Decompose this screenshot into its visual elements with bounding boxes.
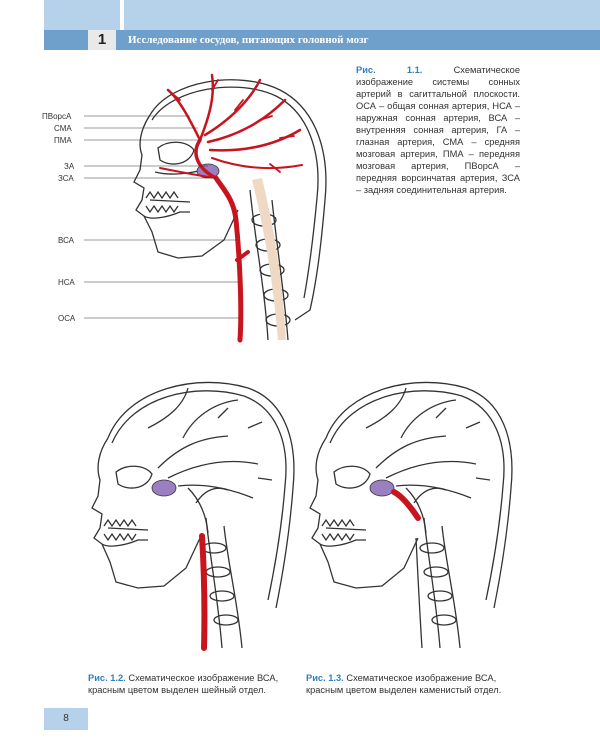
header-accent-left: [44, 0, 120, 30]
figure-1-3-caption: Рис. 1.3. Схематическое изображение ВСА,…: [306, 672, 520, 696]
figure-1-2-caption: Рис. 1.2. Схематическое изображение ВСА,…: [88, 672, 300, 696]
label-pma: ПМА: [54, 136, 72, 145]
label-pvorsa: ПВорсА: [42, 112, 72, 121]
page-header: 1 Исследование сосудов, питающих головно…: [0, 0, 600, 50]
chapter-title: Исследование сосудов, питающих головной …: [128, 30, 369, 50]
figure-1-1-text: Схематическое изображение системы сонных…: [356, 65, 520, 195]
figure-1-3-label: Рис. 1.3.: [306, 673, 344, 683]
figure-1-1-label: Рис. 1.1.: [356, 65, 422, 75]
figure-1-2-illustration: [88, 368, 300, 658]
label-sma: СМА: [54, 124, 72, 133]
label-vsa: ВСА: [58, 236, 75, 245]
header-accent: [124, 0, 600, 30]
figure-1-3-illustration: [306, 368, 518, 658]
figure-1-1-caption: Рис. 1.1. Схематическое изображение сист…: [356, 64, 520, 196]
label-osa: ОСА: [58, 314, 76, 323]
figure-1-1-illustration: ПВорсА СМА ПМА ЗА ЗСА ВСА НСА ОСА: [40, 60, 340, 360]
label-za: ЗА: [64, 162, 75, 171]
figure-1-2-label: Рис. 1.2.: [88, 673, 126, 683]
label-zsa: ЗСА: [58, 174, 74, 183]
page-number: 8: [44, 708, 88, 730]
chapter-number: 1: [88, 30, 116, 50]
label-nsa: НСА: [58, 278, 75, 287]
